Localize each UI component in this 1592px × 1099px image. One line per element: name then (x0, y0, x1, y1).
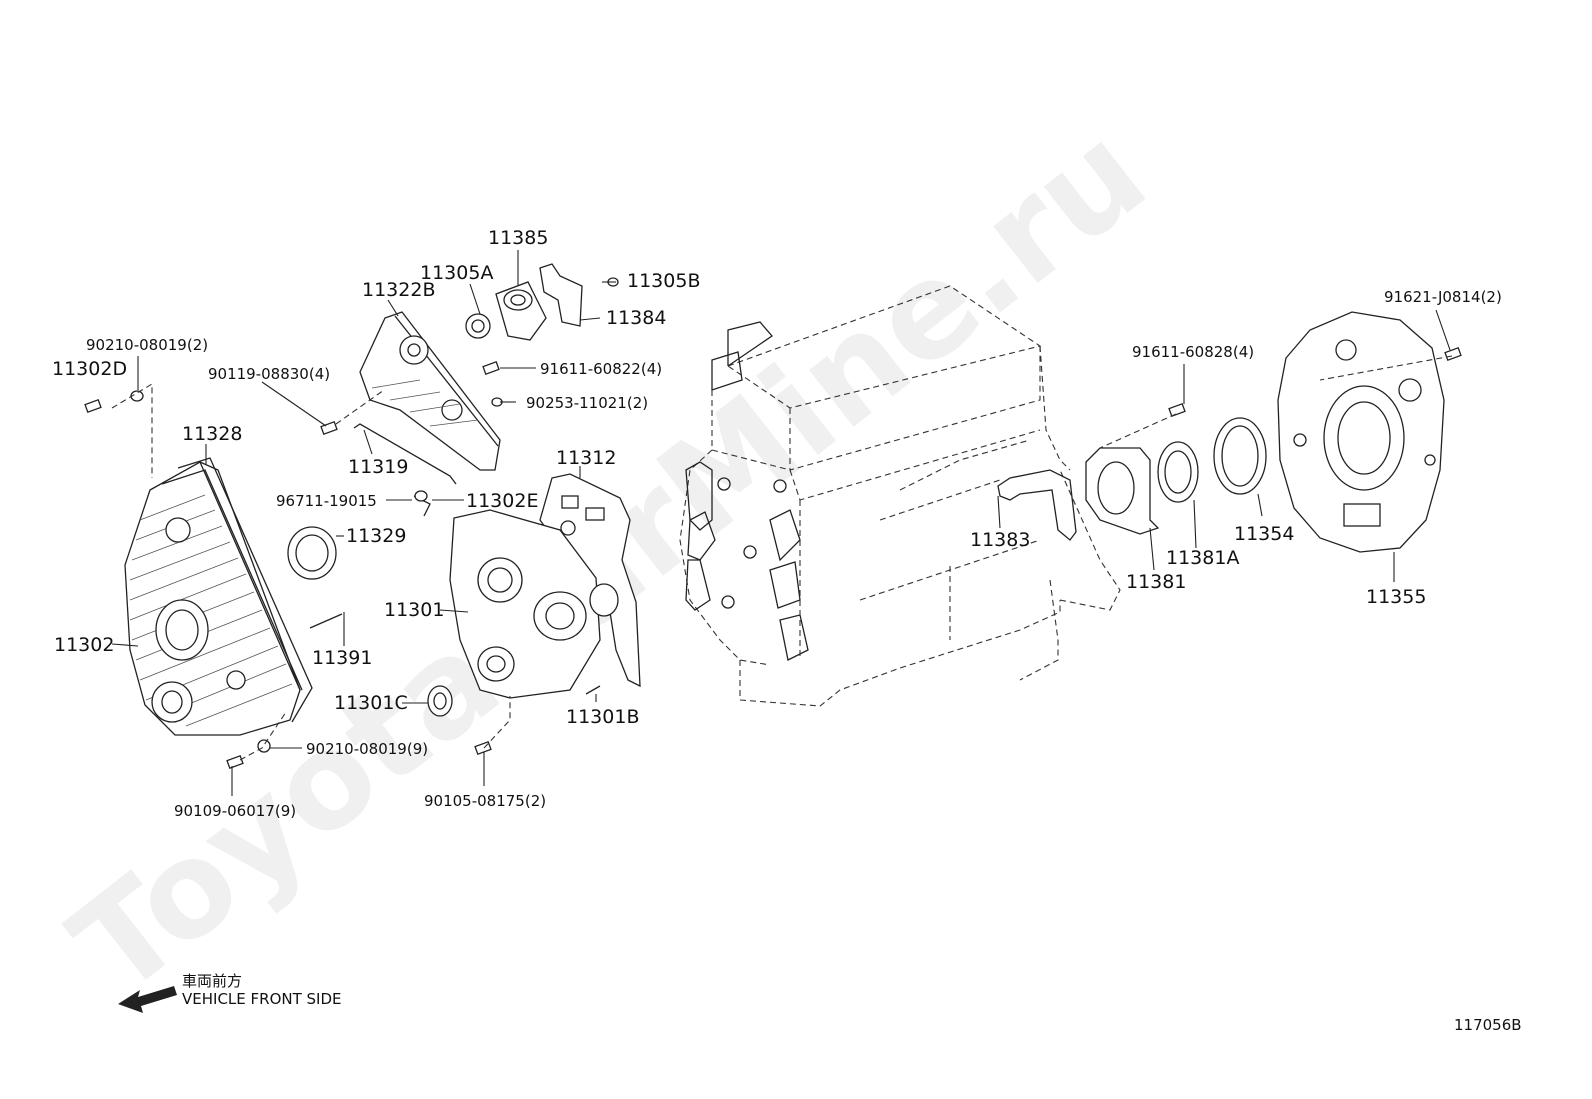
callout-11301: 11301 (384, 599, 444, 621)
timing-cover-11302 (124, 461, 303, 736)
bearing-housing-11385 (495, 281, 547, 341)
front-arrow-icon (118, 986, 177, 1013)
callout-11391: 11391 (312, 647, 372, 669)
leader-lines (111, 250, 1451, 796)
callout-11319: 11319 (348, 456, 408, 478)
gasket-11383 (997, 469, 1077, 541)
callout-91611-60822: 91611-60822(4) (540, 360, 662, 378)
seal-11354 (1213, 417, 1267, 495)
callout-11355: 11355 (1366, 586, 1426, 608)
oil-seal-11381A (1157, 441, 1199, 503)
callout-11312: 11312 (556, 447, 616, 469)
engine-block-outline (679, 285, 1121, 707)
callout-90210-08019-top: 90210-08019(2) (86, 336, 208, 354)
callout-11305A: 11305A (420, 262, 493, 284)
callout-11305B: 11305B (627, 270, 700, 292)
callout-11381A: 11381A (1166, 547, 1239, 569)
callout-90109-06017: 90109-06017(9) (174, 802, 296, 820)
callout-11328: 11328 (182, 423, 242, 445)
callout-11302D: 11302D (52, 358, 127, 380)
callout-11383: 11383 (970, 529, 1030, 551)
vehicle-front-indicator: 車両前方 VEHICLE FRONT SIDE (118, 972, 342, 1013)
spring-11319 (353, 423, 457, 485)
callout-labels: 11385 11305A 11305B 11322B 11384 90210-0… (52, 227, 1502, 820)
alignment-lines (111, 355, 1453, 761)
diagram-reference-number: 117056B (1454, 1016, 1522, 1034)
callout-96711-19015: 96711-19015 (276, 492, 377, 510)
callout-11322B: 11322B (362, 279, 435, 301)
callout-90105-08175: 90105-08175(2) (424, 792, 546, 810)
callout-11385: 11385 (488, 227, 548, 249)
callout-90210-08019-bottom: 90210-08019(9) (306, 740, 428, 758)
callout-11302: 11302 (54, 634, 114, 656)
callout-11301C: 11301C (334, 692, 408, 714)
end-plate-11355 (1277, 311, 1445, 553)
callout-91611-60828: 91611-60828(4) (1132, 343, 1254, 361)
callout-11302E: 11302E (466, 490, 538, 512)
callout-11354: 11354 (1234, 523, 1294, 545)
callout-91621-J0814: 91621-J0814(2) (1384, 288, 1502, 306)
seal-11305A (465, 313, 491, 339)
callout-11384: 11384 (606, 307, 666, 329)
pin-11301B (585, 685, 601, 695)
callout-11381: 11381 (1126, 571, 1186, 593)
pin-11391 (309, 613, 343, 629)
callout-90119-08830: 90119-08830(4) (208, 365, 330, 383)
callout-11329: 11329 (346, 525, 406, 547)
upper-cover-11322B (359, 311, 501, 471)
front-label-en: VEHICLE FRONT SIDE (182, 990, 342, 1008)
retainer-11381 (1085, 447, 1160, 535)
seal-11329 (287, 526, 337, 580)
callout-90253-11021: 90253-11021(2) (526, 394, 648, 412)
timing-case-11301 (449, 509, 619, 699)
callout-11301B: 11301B (566, 706, 639, 728)
front-label-jp: 車両前方 (182, 972, 242, 990)
gasket-11328 (177, 457, 313, 723)
seal-11301C (427, 685, 453, 717)
bracket-11384 (539, 263, 583, 327)
